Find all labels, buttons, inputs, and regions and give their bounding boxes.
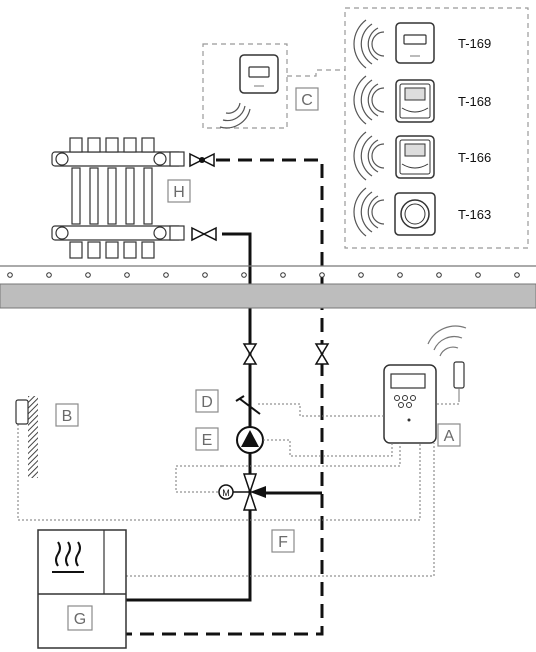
wireless-signal-icon (353, 187, 385, 237)
thermostat-t168-label: T-168 (458, 94, 491, 109)
check-valve-icon (189, 152, 215, 168)
interface-unit (239, 54, 279, 94)
return-pipe-dashed (120, 158, 324, 636)
thermostat-t166-label: T-166 (458, 150, 491, 165)
circulation-pump-icon (236, 426, 264, 454)
thermostat-t169-body (395, 22, 435, 64)
label-h: H (173, 184, 185, 201)
floor-pipe-dot (124, 272, 130, 278)
thermostat-t163-label: T-163 (458, 207, 491, 222)
outdoor-sensor (15, 396, 38, 478)
label-box-f (271, 529, 295, 553)
thermostat-t168: T-168 (353, 75, 491, 125)
thermostat-t168-body (395, 79, 435, 123)
thermostat-t166: T-166 (353, 131, 491, 181)
supply-pipe-solid (120, 232, 252, 602)
floor-pipe-dot (475, 272, 481, 278)
thermostat-t169-label: T-169 (458, 36, 491, 51)
thermostat-t163: T-163 (353, 187, 491, 237)
isolation-valve-icon (314, 343, 330, 365)
isolation-valve-icon (242, 343, 258, 365)
supply-temperature-sensor-icon (235, 395, 261, 415)
thermostat-t166-body (395, 135, 435, 179)
label-f: F (278, 534, 288, 551)
floor-pipe-dot (46, 272, 52, 278)
wireless-signal-icon (353, 75, 385, 125)
controller-unit (383, 364, 437, 444)
label-box-g (67, 605, 93, 631)
label-g: G (74, 611, 86, 628)
floor-pipe-dot (202, 272, 208, 278)
floor-pipe-dot (358, 272, 364, 278)
manifold (51, 137, 185, 259)
thermostats-group-box (344, 7, 529, 249)
label-box-b (55, 403, 79, 427)
valve-icon (191, 226, 217, 242)
floor-pipe-dot (241, 272, 247, 278)
floor-pipe-dot (319, 272, 325, 278)
valve-actuator-motor-icon: M (218, 484, 234, 500)
floor-pipe-dots (7, 272, 520, 278)
floor-pipe-dot (163, 272, 169, 278)
antenna-icon (453, 361, 465, 400)
heating-symbol-icon (52, 541, 84, 573)
control-wiring (17, 400, 460, 577)
label-box-d (195, 389, 219, 413)
wireless-signal-icon (219, 102, 251, 129)
wireless-signal-icon (427, 325, 467, 357)
interface-group-box (202, 43, 288, 129)
label-d: D (201, 394, 213, 411)
svg-text:M: M (222, 488, 230, 498)
wireless-signal-icon (353, 19, 385, 69)
floor-pipe-dot (514, 272, 520, 278)
floor-pipe-dot (397, 272, 403, 278)
floor-pipe-dot (280, 272, 286, 278)
label-box-h (167, 179, 191, 203)
label-e: E (202, 432, 213, 449)
floor-pipe-dot (85, 272, 91, 278)
label-b: B (62, 408, 73, 425)
floor-slab (0, 265, 536, 309)
label-a: A (444, 428, 455, 445)
three-way-mixing-valve-icon (230, 473, 266, 511)
floor-pipe-dot (7, 272, 13, 278)
label-box-a (437, 423, 461, 447)
label-box-e (195, 427, 219, 451)
floor-pipe-dot (436, 272, 442, 278)
thermostat-t169: T-169 (353, 19, 491, 69)
label-box-c (295, 87, 319, 111)
label-c: C (301, 92, 313, 109)
wireless-signal-icon (353, 131, 385, 181)
